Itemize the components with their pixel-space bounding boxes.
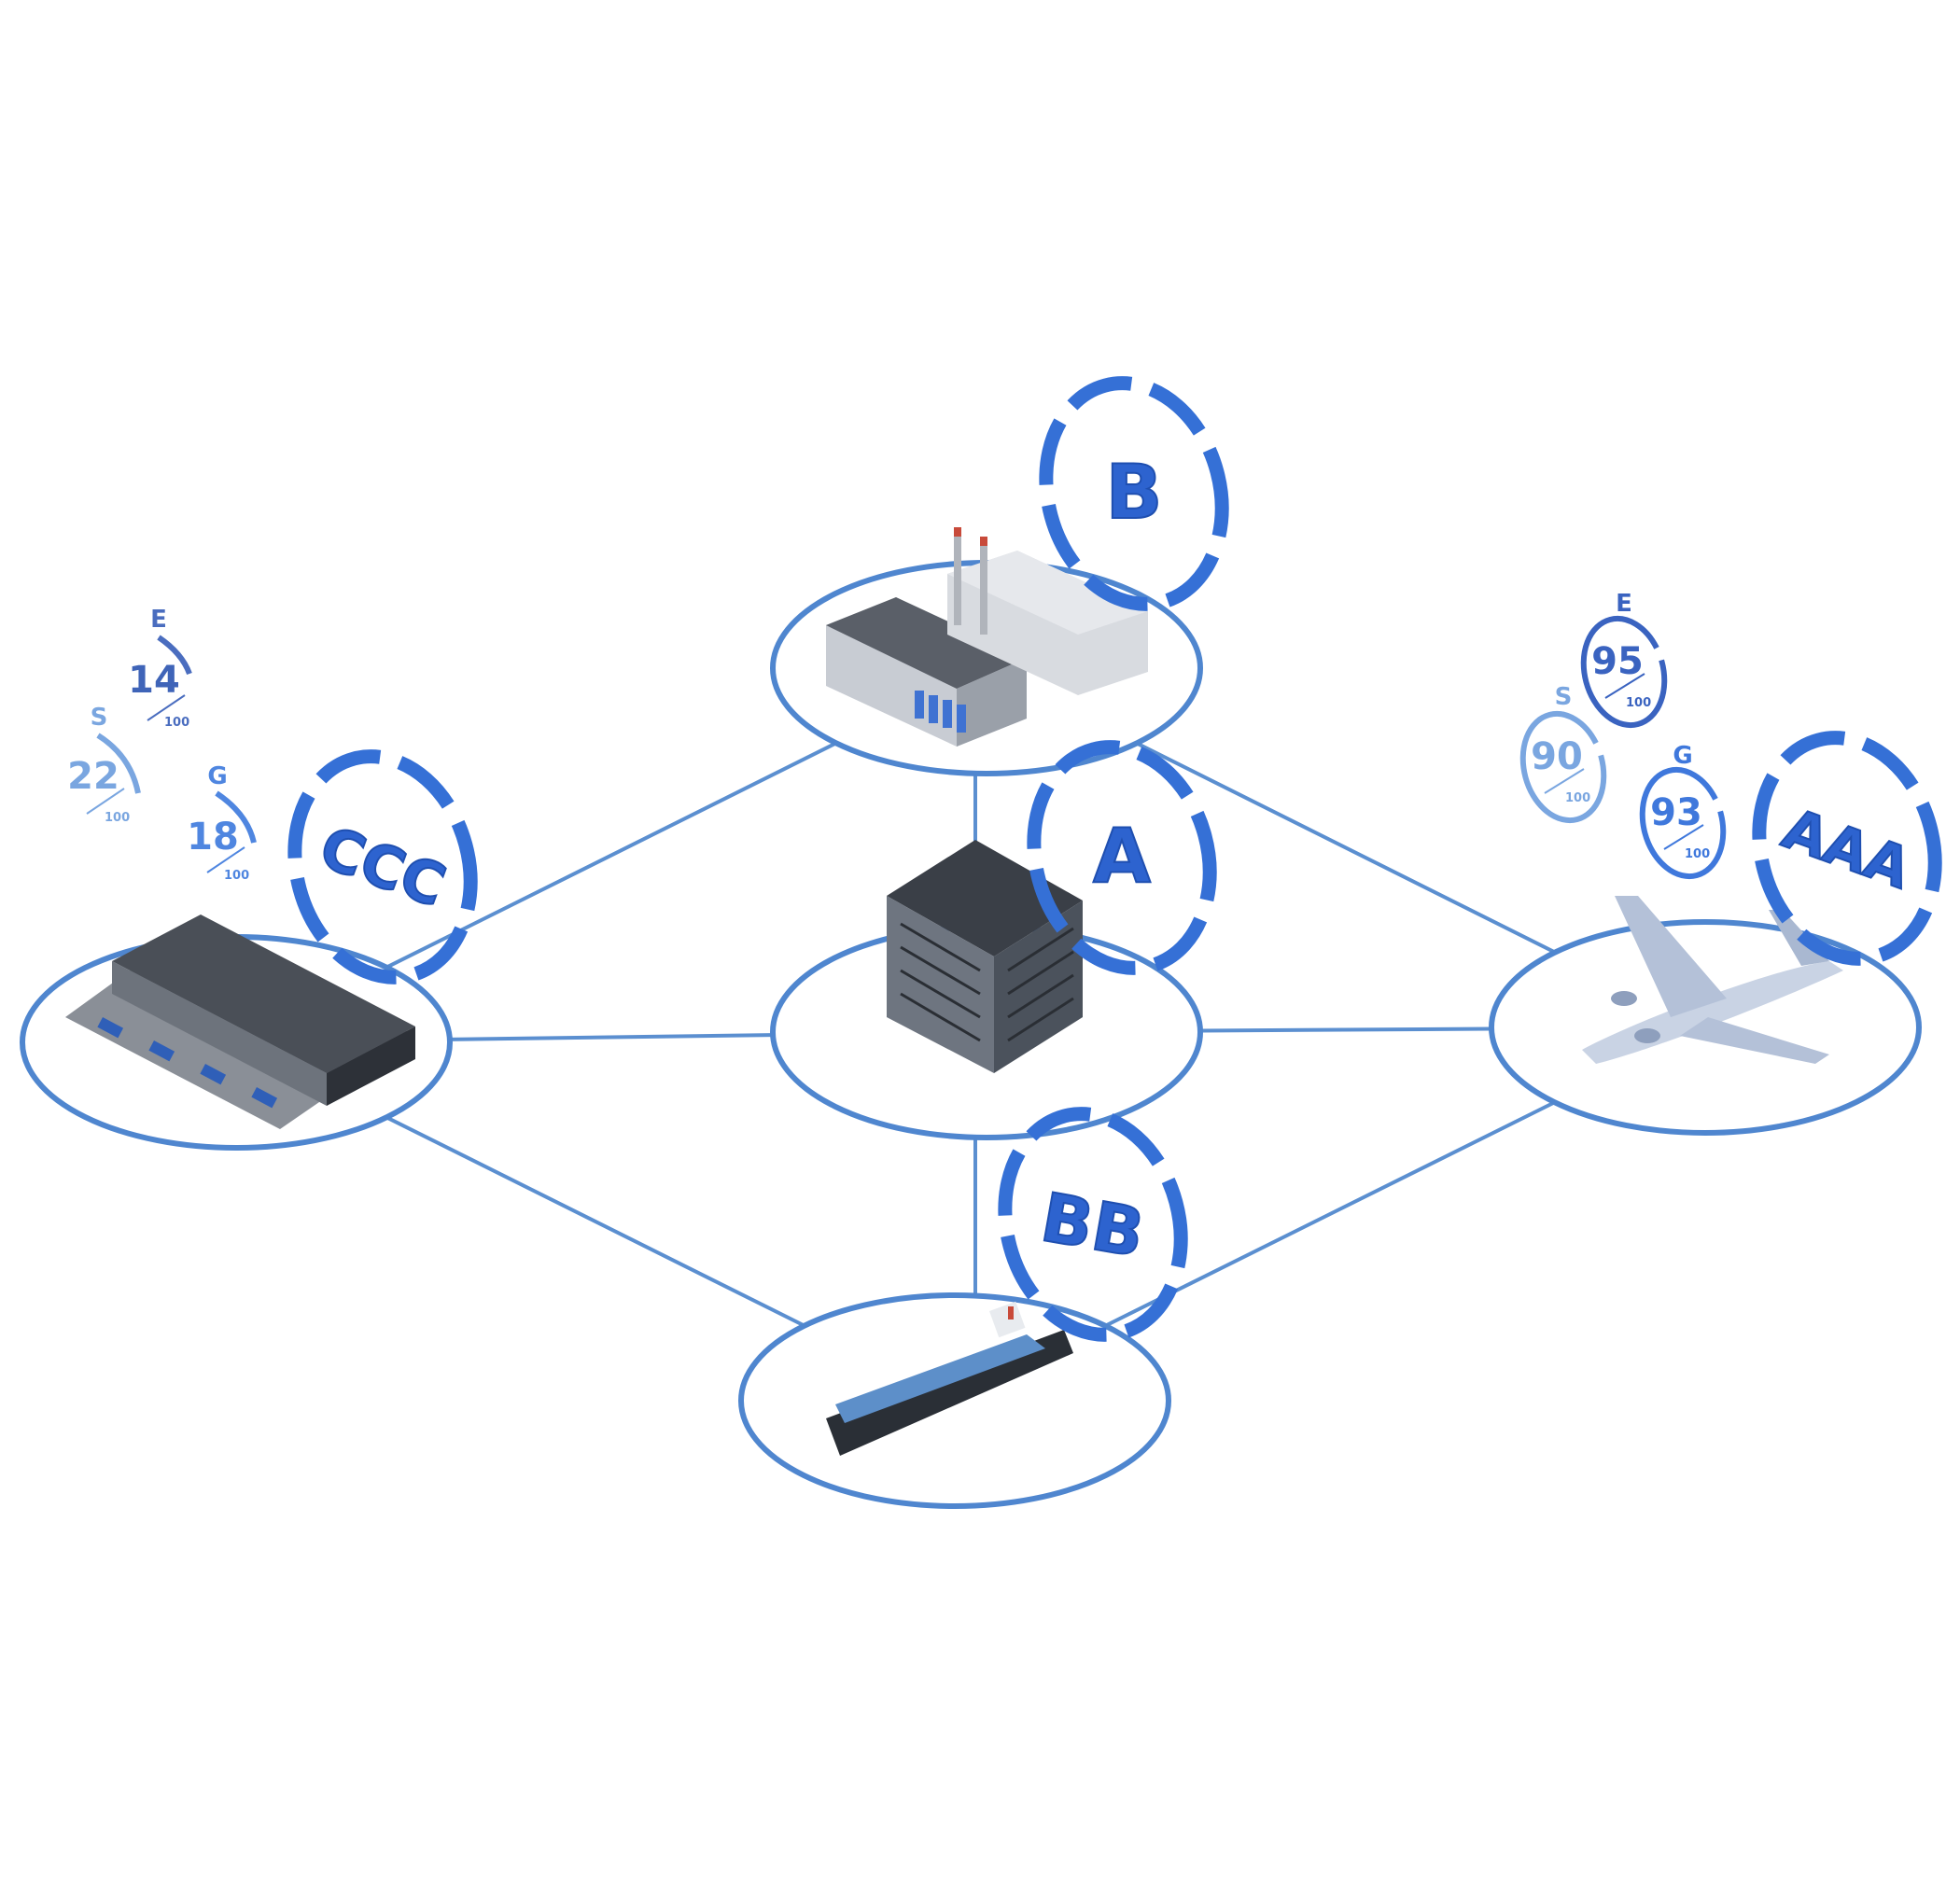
rating-label: CCC [312, 813, 455, 920]
esg-score-g-left: G 18 100 [187, 762, 257, 883]
score-value: 14 [128, 659, 180, 702]
score-max: 100 [1565, 791, 1590, 805]
rating-badge-factory: B [1039, 376, 1229, 611]
esg-score-s-left: S 22 100 [67, 704, 141, 825]
rating-badge-ship: BB [998, 1107, 1188, 1342]
score-letter: S [1555, 683, 1573, 711]
score-max: 100 [105, 811, 130, 825]
rating-label: B [1106, 449, 1163, 536]
esg-score-g-right: G 93 100 [1639, 742, 1727, 880]
score-letter: S [91, 704, 108, 732]
score-letter: E [150, 606, 167, 634]
score-max: 100 [224, 869, 249, 883]
score-max: 100 [1685, 847, 1710, 861]
esg-score-e-right: E 95 100 [1580, 590, 1668, 729]
score-value: 95 [1591, 640, 1644, 683]
rating-badge-office: A [1027, 740, 1217, 975]
score-value: 22 [67, 755, 119, 798]
container-ship-icon [826, 1301, 1073, 1456]
factory-icon [826, 527, 1148, 747]
score-value: 90 [1531, 735, 1583, 778]
rating-label: BB [1035, 1178, 1150, 1273]
score-letter: E [1616, 590, 1632, 618]
score-max: 100 [1626, 696, 1651, 710]
score-letter: G [207, 762, 227, 790]
score-letter: G [1673, 742, 1692, 770]
rating-label: A [1093, 813, 1151, 900]
rating-label: AAA [1774, 796, 1919, 902]
score-value: 93 [1650, 791, 1702, 834]
score-value: 18 [187, 816, 239, 859]
office-building-icon [887, 840, 1083, 1073]
esg-score-e-left: E 14 100 [128, 606, 192, 730]
warehouse-icon [65, 915, 415, 1129]
esg-score-s-right: S 90 100 [1519, 683, 1607, 824]
score-max: 100 [164, 716, 189, 730]
